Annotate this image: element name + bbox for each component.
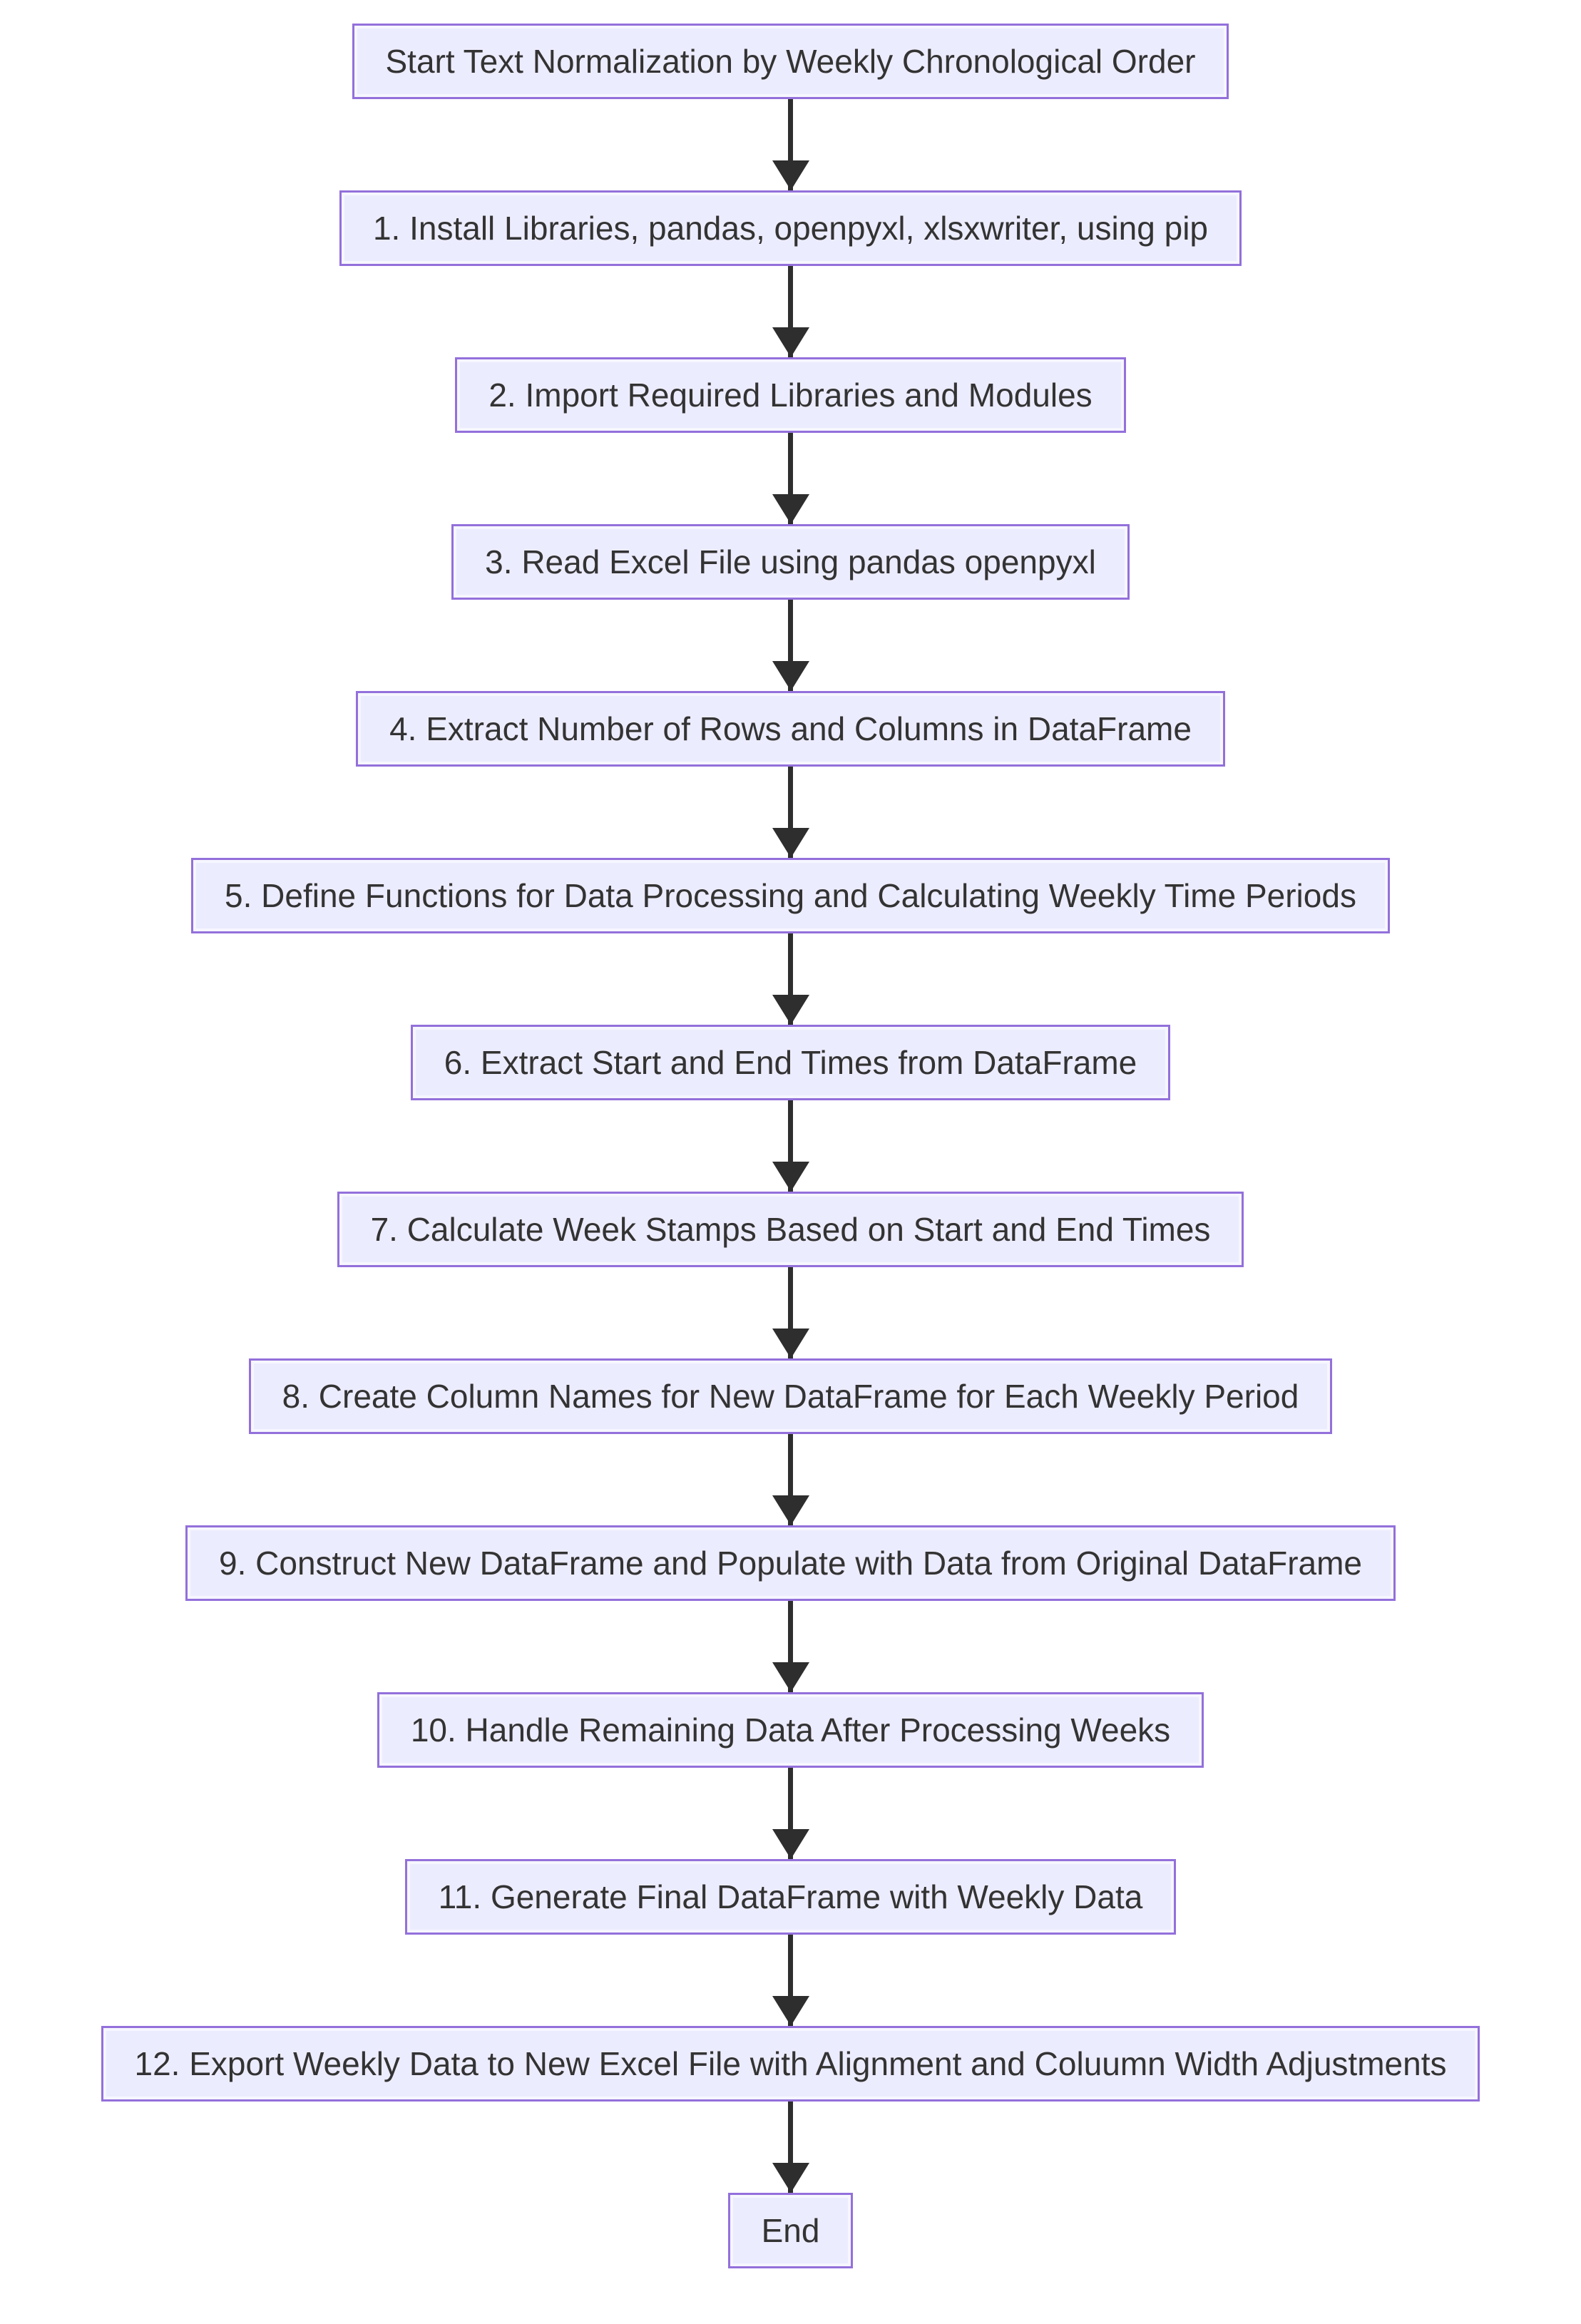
- arrow-shaft: [788, 600, 793, 691]
- arrowhead: [772, 661, 809, 691]
- arrowhead: [772, 1662, 809, 1692]
- flow-arrow-9: [768, 1434, 814, 1525]
- flow-arrow-8: [768, 1267, 814, 1358]
- flow-arrow-2: [768, 266, 814, 357]
- arrowhead: [772, 1495, 809, 1525]
- flow-arrow-4: [768, 600, 814, 691]
- arrow-shaft: [788, 1100, 793, 1192]
- flow-node-step-11: 11. Generate Final DataFrame with Weekly…: [404, 1859, 1177, 1935]
- arrowhead: [772, 2163, 809, 2193]
- arrowhead: [772, 828, 809, 858]
- arrow-shaft: [788, 1434, 793, 1525]
- arrowhead: [772, 1329, 809, 1358]
- arrowhead: [772, 1996, 809, 2026]
- arrowhead: [772, 1162, 809, 1192]
- flow-node-end: End: [727, 2193, 854, 2268]
- flow-node-step-4: 4. Extract Number of Rows and Columns in…: [356, 691, 1225, 767]
- arrowhead: [772, 1829, 809, 1859]
- flow-arrow-5: [768, 767, 814, 858]
- arrow-shaft: [788, 1601, 793, 1692]
- arrow-shaft: [788, 433, 793, 524]
- arrow-shaft: [788, 933, 793, 1025]
- flow-arrow-12: [768, 1935, 814, 2026]
- flow-node-step-10: 10. Handle Remaining Data After Processi…: [377, 1692, 1204, 1768]
- flow-node-step-8: 8. Create Column Names for New DataFrame…: [248, 1358, 1333, 1434]
- flow-arrow-7: [768, 1100, 814, 1192]
- arrow-shaft: [788, 1267, 793, 1358]
- arrow-shaft: [788, 266, 793, 357]
- flow-node-step-2: 2. Import Required Libraries and Modules: [455, 357, 1126, 433]
- flow-node-step-3: 3. Read Excel File using pandas openpyxl: [451, 524, 1130, 600]
- flow-node-step-5: 5. Define Functions for Data Processing …: [191, 858, 1390, 933]
- flow-node-step-1: 1. Install Libraries, pandas, openpyxl, …: [339, 190, 1242, 266]
- flow-node-start: Start Text Normalization by Weekly Chron…: [352, 24, 1229, 99]
- arrow-shaft: [788, 767, 793, 858]
- flow-arrow-11: [768, 1768, 814, 1859]
- arrowhead: [772, 494, 809, 524]
- arrowhead: [772, 995, 809, 1025]
- flow-arrow-10: [768, 1601, 814, 1692]
- arrowhead: [772, 327, 809, 357]
- arrow-shaft: [788, 1935, 793, 2026]
- flow-arrow-3: [768, 433, 814, 524]
- flow-arrow-1: [768, 99, 814, 190]
- flow-node-step-6: 6. Extract Start and End Times from Data…: [410, 1025, 1171, 1100]
- arrow-shaft: [788, 99, 793, 190]
- arrow-shaft: [788, 1768, 793, 1859]
- arrow-shaft: [788, 2102, 793, 2193]
- flow-arrow-6: [768, 933, 814, 1025]
- arrowhead: [772, 160, 809, 190]
- flow-node-step-7: 7. Calculate Week Stamps Based on Start …: [337, 1192, 1244, 1267]
- flow-node-step-12: 12. Export Weekly Data to New Excel File…: [101, 2026, 1480, 2102]
- flow-node-step-9: 9. Construct New DataFrame and Populate …: [185, 1525, 1396, 1601]
- flow-arrow-13: [768, 2102, 814, 2193]
